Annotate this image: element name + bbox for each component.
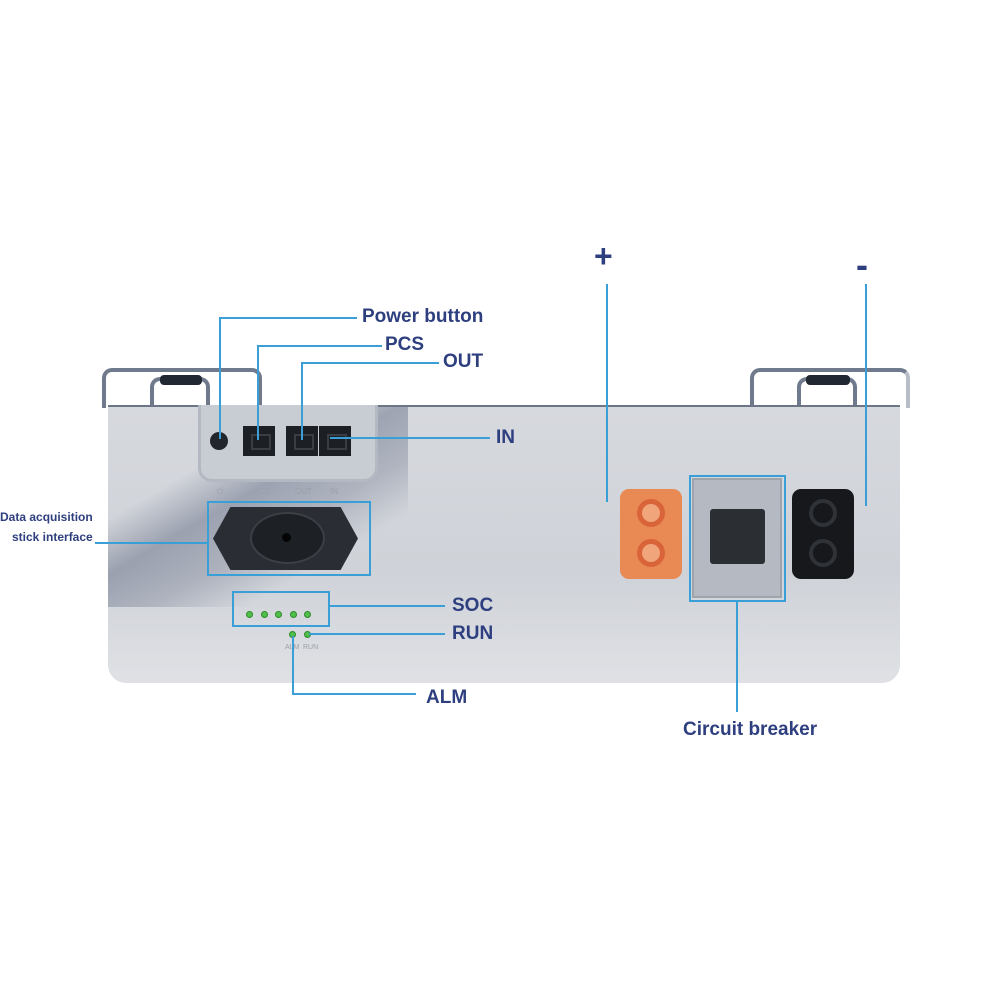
callout-out-h — [301, 362, 439, 364]
label-in: IN — [496, 427, 515, 448]
label-pcs: PCS — [385, 334, 425, 355]
out-print: OUT — [295, 487, 312, 496]
label-run: RUN — [452, 623, 494, 644]
callout-pcs-h — [257, 345, 382, 347]
callout-out-v — [301, 362, 303, 440]
label-data-acq-2: stick interface — [12, 530, 93, 544]
terminal-bolt-icon — [809, 539, 837, 567]
label-power-button: Power button — [362, 306, 484, 327]
out-port[interactable] — [286, 426, 318, 456]
callout-power-v — [219, 317, 221, 439]
pcs-port[interactable] — [243, 426, 275, 456]
in-print: IN — [330, 487, 338, 496]
label-minus: - — [856, 244, 868, 285]
soc-led-3 — [275, 611, 282, 618]
callout-alm-h — [292, 693, 416, 695]
callout-run — [309, 633, 445, 635]
right-handle-outer — [750, 368, 910, 408]
right-handle-grip — [806, 375, 850, 385]
soc-highlight — [232, 591, 330, 627]
callout-in — [330, 437, 490, 439]
power-button[interactable] — [210, 432, 228, 450]
callout-plus — [606, 284, 608, 502]
label-soc: SOC — [452, 595, 494, 616]
label-plus: + — [594, 238, 613, 274]
circuit-breaker-highlight — [689, 475, 786, 602]
callout-power-h — [219, 317, 357, 319]
callout-data-acq — [95, 542, 207, 544]
data-acq-highlight — [207, 501, 371, 576]
circuit-breaker-switch[interactable] — [710, 509, 765, 564]
left-handle-grip — [160, 375, 202, 385]
soc-led-5 — [304, 611, 311, 618]
left-handle-outer — [102, 368, 262, 408]
label-data-acq-1: Data acquisition — [0, 510, 93, 524]
negative-terminal[interactable] — [792, 489, 854, 579]
label-alm: ALM — [426, 687, 468, 708]
callout-alm-v — [292, 636, 294, 694]
callout-soc — [329, 605, 445, 607]
circuit-breaker-housing — [692, 478, 782, 598]
label-circuit-breaker: Circuit breaker — [683, 719, 818, 740]
soc-led-4 — [290, 611, 297, 618]
power-symbol-print: ⏻ — [217, 487, 224, 496]
pcs-print: PCS — [253, 487, 270, 496]
terminal-bolt-icon — [637, 499, 665, 527]
soc-led-1 — [246, 611, 253, 618]
in-port[interactable] — [319, 426, 351, 456]
terminal-bolt-icon — [809, 499, 837, 527]
label-out: OUT — [443, 351, 484, 372]
positive-terminal[interactable] — [620, 489, 682, 579]
callout-circuit-breaker — [736, 602, 738, 712]
callout-minus — [865, 284, 867, 506]
run-print: RUN — [303, 644, 319, 651]
socket-hole — [282, 533, 291, 542]
terminal-bolt-icon — [637, 539, 665, 567]
soc-led-2 — [261, 611, 268, 618]
callout-pcs-v — [257, 345, 259, 440]
